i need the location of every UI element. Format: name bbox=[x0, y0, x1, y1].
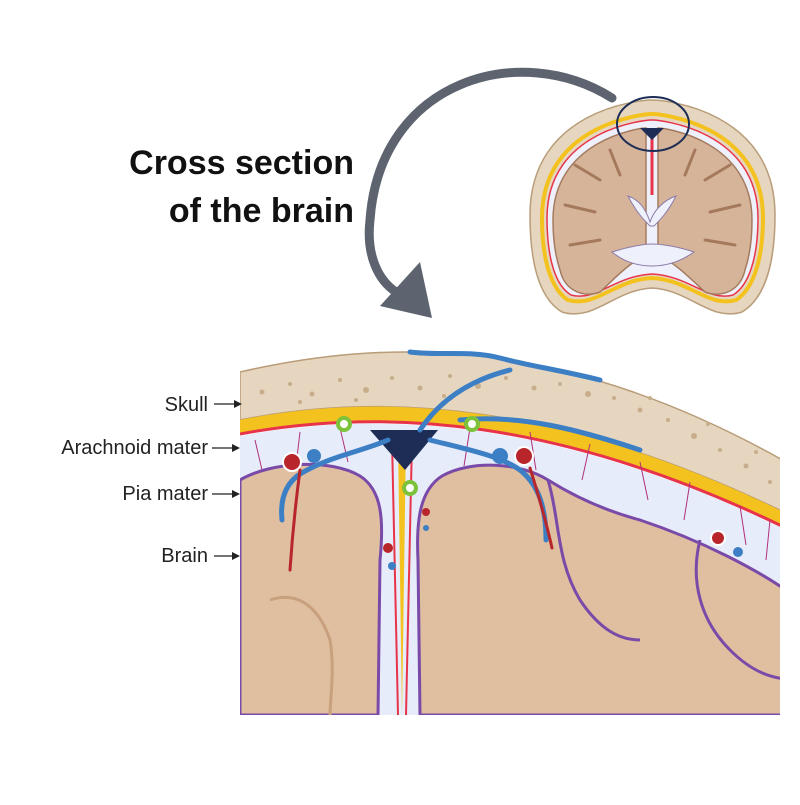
label-pia-mater: Pia mater bbox=[122, 483, 208, 505]
curved-arrow bbox=[364, 67, 617, 318]
diagram-title-line2: of the brain bbox=[168, 192, 354, 230]
zoomed-meninges-section bbox=[240, 349, 780, 715]
small-brain-cross-section bbox=[529, 96, 776, 315]
vessel-cross-sections bbox=[282, 446, 743, 570]
label-skull: Skull bbox=[164, 394, 208, 416]
arteries bbox=[288, 466, 554, 572]
diagram-title-line1: Cross section bbox=[129, 144, 354, 182]
label-arachnoid-mater: Arachnoid mater bbox=[61, 437, 208, 459]
label-brain: Brain bbox=[161, 545, 208, 567]
label-arrows bbox=[212, 400, 242, 560]
skull-texture bbox=[259, 374, 772, 484]
granulations bbox=[336, 416, 480, 496]
